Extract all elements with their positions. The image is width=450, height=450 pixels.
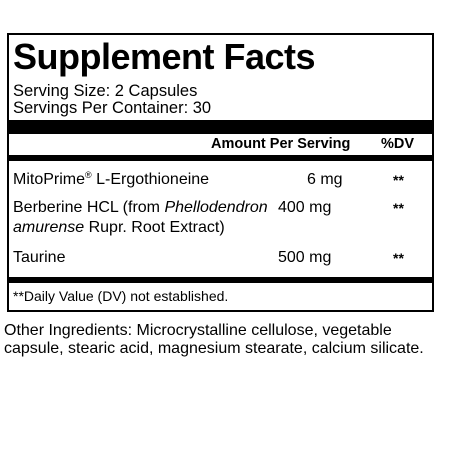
servings-per-container: Servings Per Container: 30	[13, 99, 212, 117]
ingredient-dv: **	[393, 172, 404, 188]
supplement-facts-panel: Supplement Facts Serving Size: 2 Capsule…	[7, 33, 434, 312]
ingredient-dv: **	[393, 250, 404, 266]
ingredient-name: Berberine HCL (from Phellodendron	[13, 199, 268, 216]
ingredient-name: Taurine	[13, 249, 66, 266]
ingredient-amount: 500 mg	[278, 249, 332, 266]
amount-per-serving-header: Amount Per Serving	[211, 136, 351, 152]
ingredient-amount: 400 mg	[278, 199, 332, 216]
panel-title: Supplement Facts	[13, 36, 316, 77]
ingredient-name-continued: amurense Rupr. Root Extract)	[13, 219, 225, 236]
header-divider	[9, 155, 432, 161]
ingredient-dv: **	[393, 200, 404, 216]
footer-divider	[9, 277, 432, 283]
serving-size: Serving Size: 2 Capsules	[13, 82, 198, 100]
other-ingredients: Other Ingredients: Microcrystalline cell…	[4, 322, 424, 357]
ingredient-amount: 6 mg	[307, 171, 343, 188]
ingredient-name: MitoPrime® L-Ergothioneine	[13, 170, 210, 189]
daily-value-footnote: **Daily Value (DV) not established.	[13, 288, 229, 304]
dv-header: %DV	[381, 136, 415, 152]
thick-divider	[9, 120, 432, 134]
